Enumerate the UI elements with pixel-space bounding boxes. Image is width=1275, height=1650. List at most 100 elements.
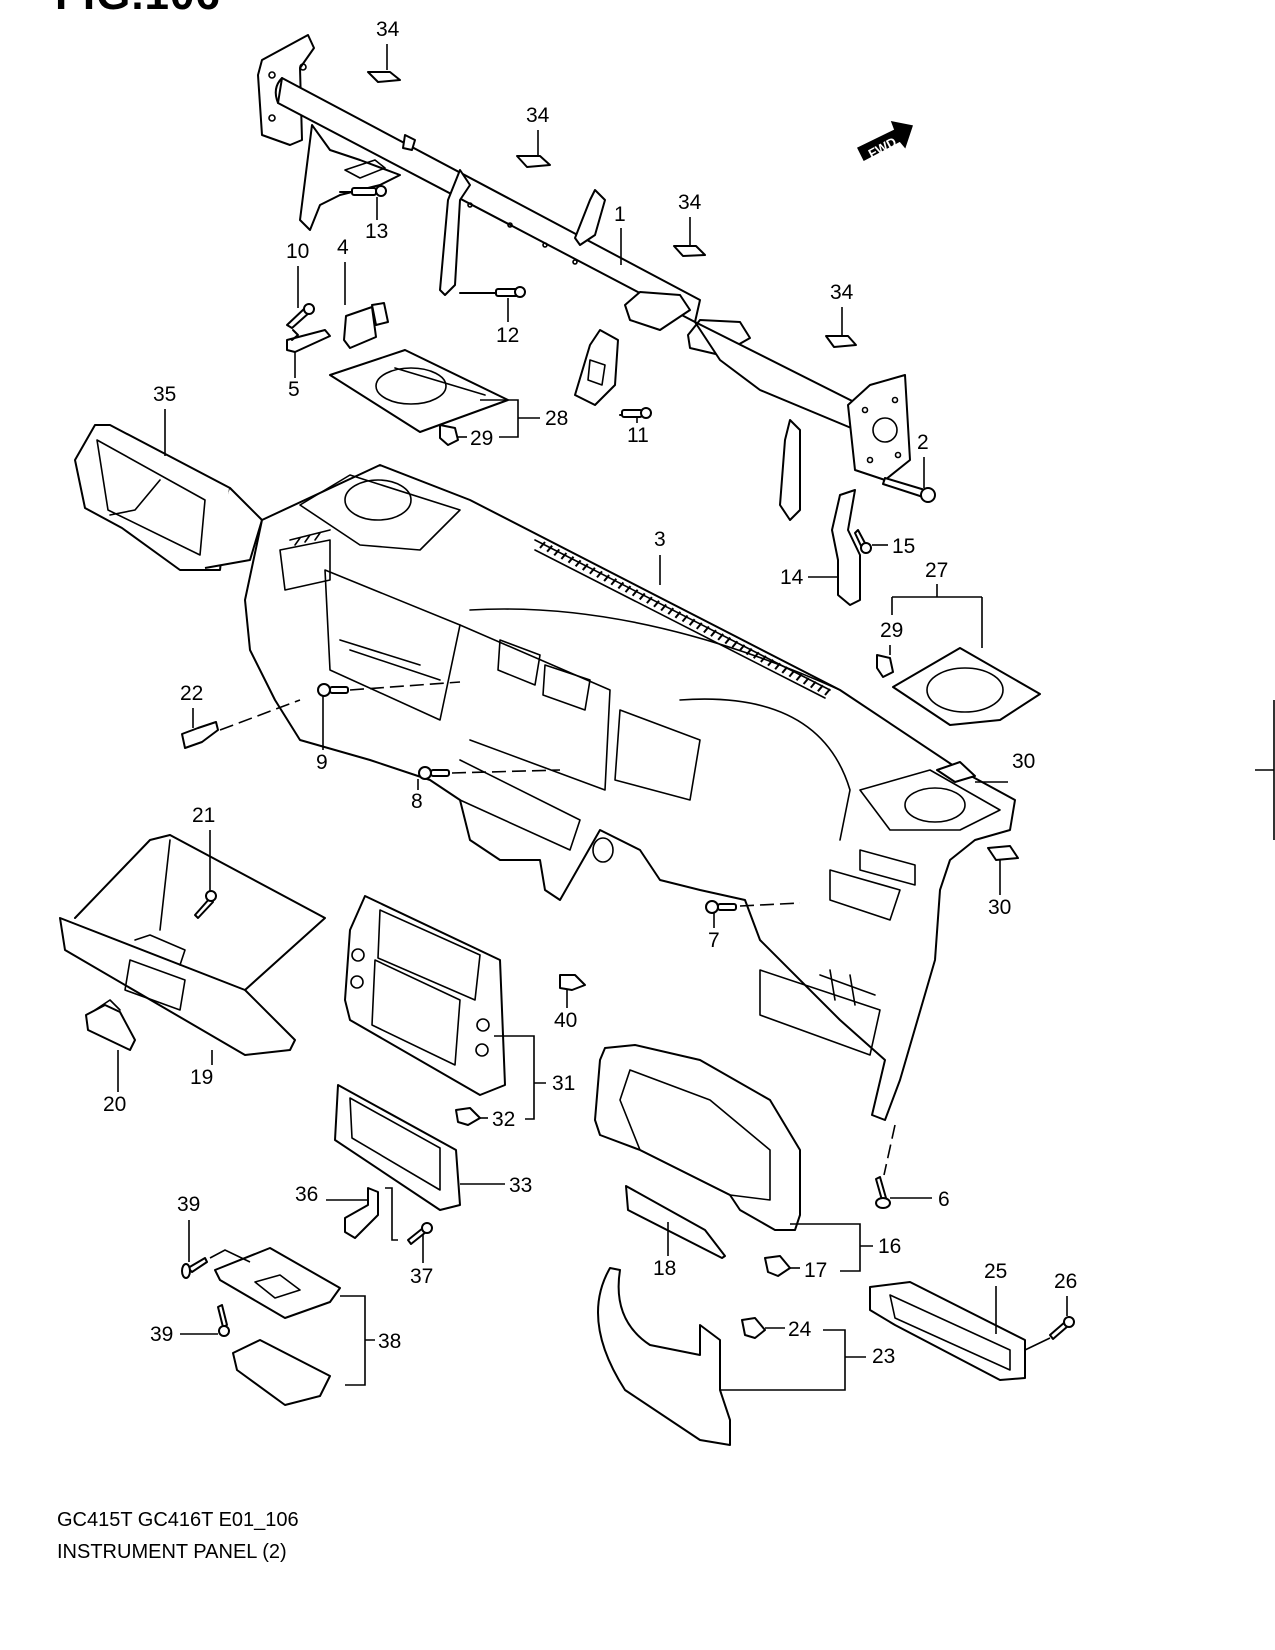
part-37-screw[interactable] <box>407 1222 433 1245</box>
callout-14: 14 <box>780 566 804 589</box>
part-11-screw[interactable] <box>619 407 652 419</box>
callout-34c: 34 <box>678 191 702 214</box>
part-28-speaker-cover[interactable] <box>329 349 509 433</box>
callout-31: 31 <box>552 1072 575 1095</box>
hatch-mark <box>603 574 610 582</box>
hatch-mark <box>774 662 781 670</box>
part-15-screw[interactable] <box>854 529 872 554</box>
callout-32: 32 <box>492 1108 515 1131</box>
part-30-cushion[interactable] <box>936 761 1019 861</box>
hatch-mark <box>539 541 546 549</box>
callout-40: 40 <box>554 1009 577 1032</box>
hatch-mark <box>724 636 732 645</box>
caption-panel-name: INSTRUMENT PANEL (2) <box>57 1541 287 1563</box>
part-16-meter-hood[interactable] <box>594 1044 801 1231</box>
part-29-clip[interactable] <box>439 424 459 446</box>
hatch-mark <box>653 600 660 608</box>
part-2-bolt[interactable] <box>882 477 936 503</box>
hatch-mark <box>674 611 682 619</box>
part-36-bracket[interactable] <box>344 1187 379 1239</box>
callout-34a: 34 <box>376 18 400 41</box>
part-12-screw[interactable] <box>459 286 526 298</box>
part-6-screw[interactable] <box>875 1176 891 1209</box>
hatch-mark <box>553 548 561 556</box>
part-22-stopper[interactable] <box>181 721 219 749</box>
hatch-mark <box>631 589 639 597</box>
callout-20: 20 <box>103 1093 126 1116</box>
hatch-mark <box>546 545 553 553</box>
hatch-mark <box>710 629 717 637</box>
callout-21: 21 <box>192 804 215 827</box>
part-5-clip[interactable] <box>286 329 331 353</box>
page-edge-marker <box>1255 700 1275 840</box>
callout-30a: 30 <box>1012 750 1035 773</box>
hatch-mark <box>788 669 796 678</box>
part-40-nut[interactable] <box>559 974 586 991</box>
part-8-screw[interactable] <box>418 766 450 780</box>
hatch-mark <box>638 592 646 601</box>
part-23-garnish[interactable] <box>597 1267 731 1446</box>
hatch-mark <box>646 596 653 604</box>
callout-16: 16 <box>878 1235 901 1258</box>
callout-36: 36 <box>295 1183 318 1206</box>
hatch-mark <box>624 585 632 593</box>
part-14-bracket[interactable] <box>831 489 861 606</box>
callout-10: 10 <box>286 240 309 263</box>
defroster-grille <box>539 541 831 696</box>
callout-12: 12 <box>496 324 519 347</box>
hatch-mark <box>581 563 589 571</box>
hatch-mark <box>695 622 703 630</box>
callout-29b: 29 <box>880 619 903 642</box>
part-13-screw[interactable] <box>339 185 387 197</box>
callout-1: 1 <box>614 203 626 226</box>
part-7-screw[interactable] <box>705 900 737 914</box>
part-25-pocket[interactable] <box>869 1281 1026 1381</box>
part-9-screw[interactable] <box>317 683 349 697</box>
part-17-clip[interactable] <box>764 1255 791 1277</box>
part-26-screw[interactable] <box>1049 1316 1075 1340</box>
hatch-mark <box>738 644 746 652</box>
part-18-trim[interactable] <box>625 1185 726 1259</box>
hatch-mark <box>610 578 618 586</box>
part-35-louver[interactable] <box>74 424 263 571</box>
callout-11: 11 <box>627 424 649 447</box>
part-10-screw[interactable] <box>286 303 315 329</box>
part-34-cushion[interactable] <box>367 71 857 348</box>
callout-35: 35 <box>153 383 176 406</box>
part-19-glove-box[interactable] <box>59 834 326 1056</box>
callout-15: 15 <box>892 535 915 558</box>
part-31-center-garnish[interactable] <box>344 895 506 1096</box>
callout-7: 7 <box>708 929 720 952</box>
callout-19: 19 <box>190 1066 213 1089</box>
part-39-screw[interactable] <box>181 1257 230 1337</box>
hatch-mark <box>660 603 667 612</box>
part-29-clip-2[interactable] <box>876 654 894 678</box>
callout-29a: 29 <box>470 427 493 450</box>
part-32-clip[interactable] <box>455 1107 481 1126</box>
hatch-mark <box>817 684 824 692</box>
part-20-lock[interactable] <box>85 999 136 1051</box>
callout-23: 23 <box>872 1345 895 1368</box>
part-21-screw[interactable] <box>194 890 217 919</box>
hatch-mark <box>567 556 575 564</box>
hatch-mark <box>767 658 774 667</box>
callout-3: 3 <box>654 528 666 551</box>
caption-model-codes: GC415T GC416T E01_106 <box>57 1509 299 1531</box>
callout-22: 22 <box>180 682 203 705</box>
part-38-tray[interactable] <box>214 1247 341 1406</box>
callout-24: 24 <box>788 1318 812 1341</box>
callout-18: 18 <box>653 1257 676 1280</box>
part-27-speaker-cover[interactable] <box>892 647 1041 726</box>
part-4-ventilator[interactable] <box>343 302 389 349</box>
callout-30b: 30 <box>988 896 1011 919</box>
callout-34b: 34 <box>526 104 550 127</box>
part-24-clip[interactable] <box>741 1317 766 1339</box>
part-1-panel-member[interactable] <box>257 34 911 521</box>
callout-33: 33 <box>509 1174 532 1197</box>
callout-38: 38 <box>378 1330 401 1353</box>
hatch-mark <box>667 607 675 615</box>
part-33-console-garnish[interactable] <box>334 1084 461 1211</box>
part-3-instrument-panel[interactable] <box>244 464 1016 1121</box>
hatch-mark <box>802 677 810 685</box>
